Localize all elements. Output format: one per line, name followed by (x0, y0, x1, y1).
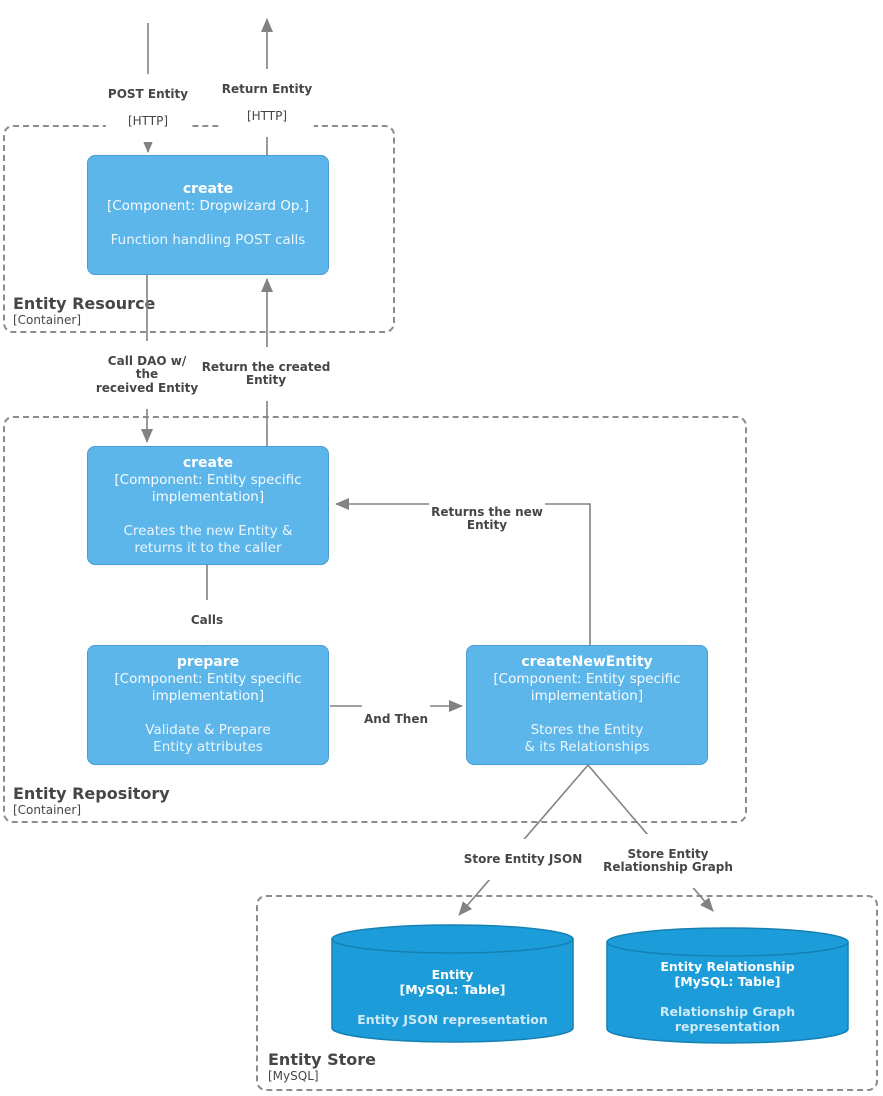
component-meta: [Component: Entity specific implementati… (114, 671, 302, 704)
container-entity-resource: Entity Resource [Container] (3, 125, 395, 333)
edge-text: Calls (190, 612, 224, 627)
component-description: Function handling POST calls (110, 232, 306, 248)
component-create-resource: create [Component: Dropwizard Op.] Funct… (87, 155, 329, 275)
component-title: create (182, 181, 234, 197)
component-title: prepare (176, 654, 240, 670)
edge-text: Call DAO w/ the received Entity (95, 353, 199, 395)
edge-label-and-then: And Then (361, 699, 431, 740)
edge-label-calls: Calls (188, 600, 226, 641)
edge-returns-new-line (335, 498, 591, 645)
edge-label-return-created: Return the created Entity (199, 347, 333, 401)
container-entity-store: Entity Store [MySQL] (256, 895, 878, 1091)
db-meta: [MySQL: Table] (674, 973, 781, 989)
container-type: [Container] (13, 313, 82, 327)
db-description: Relationship Graph representation (659, 1003, 796, 1034)
container-entity-resource-label: Entity Resource [Container] (13, 294, 156, 328)
db-meta: [MySQL: Table] (399, 982, 506, 997)
component-description: Validate & Prepare Entity attributes (145, 722, 271, 755)
entity-table-cylinder (331, 924, 574, 1043)
container-entity-repository-label: Entity Repository [Container] (13, 784, 170, 818)
entity-relationship-table-cylinder (606, 927, 849, 1044)
container-type: [Container] (13, 803, 82, 817)
db-entity-relationship-table-text: Entity Relationship [MySQL: Table] Relat… (612, 950, 843, 1042)
db-entity-table-text: Entity [MySQL: Table] Entity JSON repres… (337, 952, 568, 1042)
component-meta: [Component: Dropwizard Op.] (106, 198, 310, 214)
container-type: [MySQL] (268, 1069, 319, 1083)
component-meta: [Component: Entity specific implementati… (493, 671, 681, 704)
db-description: Entity JSON representation (357, 1012, 548, 1027)
edge-tech: [HTTP] (246, 108, 288, 123)
edge-label-return-entity: Return Entity [HTTP] (219, 69, 315, 137)
edge-tech: [HTTP] (127, 113, 169, 128)
db-title: Entity (431, 967, 474, 982)
component-description: Creates the new Entity & returns it to t… (123, 522, 293, 556)
component-title: create (182, 454, 234, 471)
edge-text: Store Entity JSON (463, 851, 583, 866)
edge-label-store-graph: Store Entity Relationship Graph (601, 834, 735, 888)
edge-text: Returns the new Entity (431, 504, 543, 532)
container-entity-repository: Entity Repository [Container] (3, 416, 747, 823)
container-title: Entity Repository (13, 784, 170, 803)
edge-text: Return Entity (221, 81, 313, 96)
edge-text: Store Entity Relationship Graph (603, 846, 733, 874)
component-create-repository: create [Component: Entity specific imple… (87, 446, 329, 565)
edge-text: Return the created Entity (201, 359, 331, 387)
component-prepare: prepare [Component: Entity specific impl… (87, 645, 329, 765)
edge-label-store-json: Store Entity JSON (461, 839, 585, 880)
edge-label-post-entity: POST Entity [HTTP] (105, 74, 191, 142)
component-create-new-entity: createNewEntity [Component: Entity speci… (466, 645, 708, 765)
db-title: Entity Relationship (660, 958, 795, 974)
edge-text: POST Entity (107, 86, 189, 101)
container-title: Entity Resource (13, 294, 156, 313)
edge-label-call-dao: Call DAO w/ the received Entity (93, 341, 201, 409)
component-meta: [Component: Entity specific implementati… (114, 471, 302, 505)
edge-text: And Then (363, 711, 429, 726)
edge-label-returns-new: Returns the new Entity (429, 492, 545, 546)
component-title: createNewEntity (521, 654, 653, 670)
component-description: Stores the Entity & its Relationships (524, 722, 650, 755)
container-entity-store-label: Entity Store [MySQL] (268, 1050, 377, 1084)
container-title: Entity Store (268, 1050, 377, 1069)
